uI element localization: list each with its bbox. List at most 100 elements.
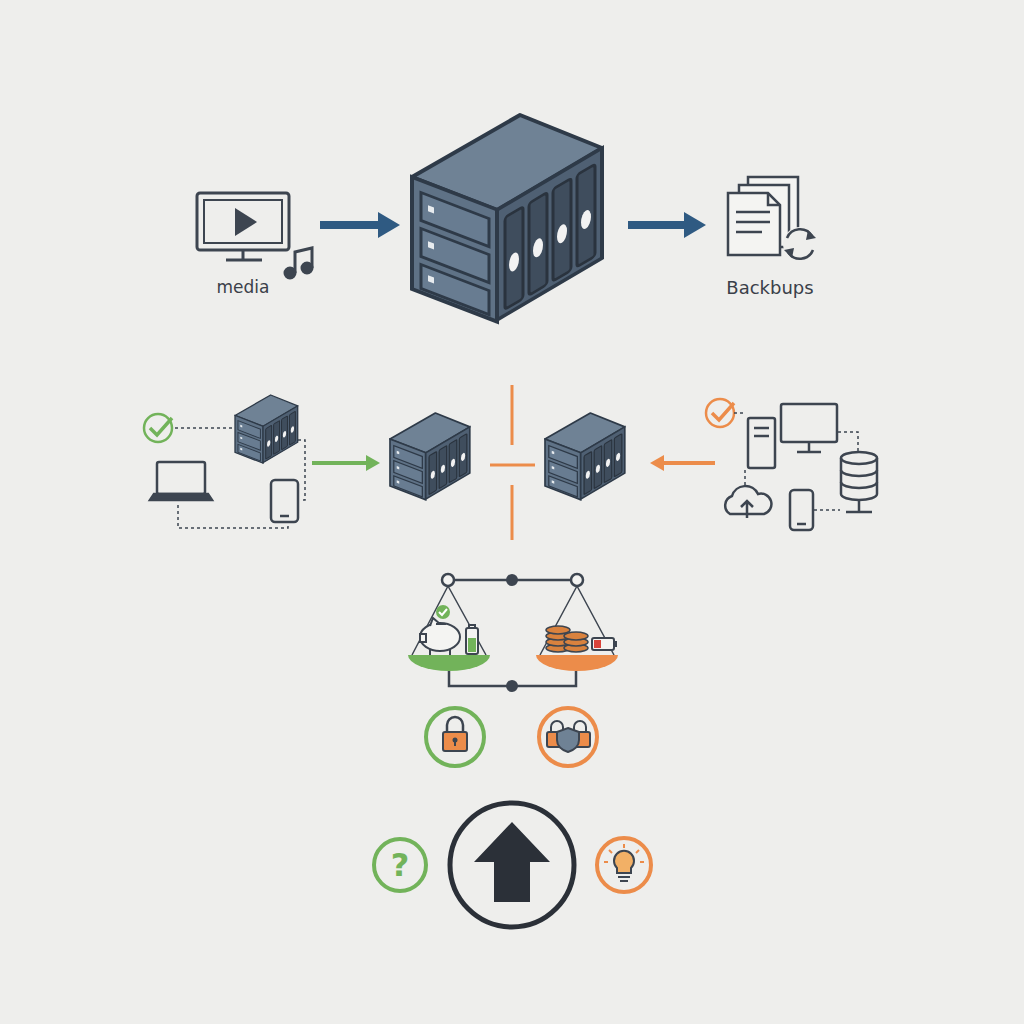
media-icon	[235, 208, 257, 236]
business-devices	[734, 413, 858, 510]
security-lock	[447, 717, 463, 733]
backups-icon	[728, 177, 817, 261]
business-devices	[841, 482, 877, 488]
balance-scale	[506, 680, 518, 692]
upgrade-icon	[474, 822, 550, 902]
media-icon	[204, 200, 282, 243]
flow-arrow	[650, 455, 664, 471]
business-devices	[797, 451, 821, 454]
flow-arrow	[628, 221, 688, 229]
idea-icon	[604, 861, 608, 863]
business-devices	[748, 418, 775, 468]
idea-icon	[623, 844, 625, 848]
idea-icon	[597, 838, 651, 892]
backups-icon	[768, 193, 780, 205]
nas-server	[235, 395, 298, 463]
business-devices	[858, 500, 861, 512]
upgrade-icon	[450, 803, 574, 927]
idea-icon	[636, 850, 639, 853]
business-devices	[725, 486, 771, 514]
balance-scale	[546, 626, 588, 652]
business-devices	[846, 511, 872, 514]
balance-scale	[536, 655, 618, 671]
business-devices	[797, 523, 806, 526]
media-icon	[226, 259, 262, 262]
divider	[511, 385, 514, 445]
balance-scale	[408, 655, 490, 671]
icon-label: media	[217, 277, 270, 297]
idea-icon	[640, 861, 644, 863]
security-lock	[454, 741, 456, 746]
flow-arrow	[312, 461, 368, 465]
flow-arrow	[320, 221, 382, 229]
idea-icon	[618, 876, 630, 878]
balance-scale	[540, 586, 614, 655]
flow-arrow	[662, 461, 715, 465]
balance-scale	[429, 649, 431, 655]
divider	[511, 485, 514, 540]
business-devices	[808, 442, 811, 451]
balance-scale	[469, 625, 475, 628]
local-devices	[157, 462, 205, 494]
balance-scale	[439, 609, 447, 615]
business-devices	[741, 501, 753, 518]
business-devices	[706, 399, 734, 427]
icon-label: Backbups	[726, 277, 813, 298]
security-lock	[539, 708, 597, 766]
business-devices	[838, 432, 858, 452]
security-lock	[426, 708, 484, 766]
media-icon	[295, 248, 312, 273]
balance-scale	[420, 618, 478, 655]
local-devices	[150, 494, 212, 500]
nas-server	[412, 115, 602, 322]
business-devices	[754, 427, 769, 430]
local-devices	[150, 418, 172, 435]
balance-scale	[420, 623, 460, 651]
security-lock	[426, 708, 484, 766]
idea-icon	[597, 838, 651, 892]
balance-scale	[506, 574, 518, 586]
security-lock	[557, 728, 579, 752]
backups-icon	[736, 221, 770, 224]
business-devices	[790, 490, 813, 530]
divider	[490, 464, 535, 467]
business-devices	[841, 458, 877, 500]
security-lock	[443, 732, 467, 751]
backups-icon	[736, 211, 770, 214]
media-icon	[197, 193, 312, 278]
balance-scale	[614, 641, 617, 647]
balance-scale	[468, 638, 476, 652]
balance-scale	[436, 623, 446, 625]
balance-scale	[412, 586, 486, 655]
flow-arrow	[366, 455, 380, 471]
idea-icon	[614, 851, 634, 873]
balance-scale	[420, 634, 426, 642]
node-text: ?	[391, 846, 410, 884]
idea-icon	[609, 850, 612, 853]
backups-icon	[736, 231, 762, 234]
business-devices	[754, 435, 769, 438]
business-devices	[841, 470, 877, 476]
balance-scale	[436, 605, 450, 619]
idea-icon	[604, 844, 644, 862]
business-devices	[814, 509, 840, 511]
circle-outline	[374, 839, 426, 891]
flow-arrow	[378, 212, 400, 238]
local-devices	[271, 480, 298, 522]
backups-icon	[783, 227, 817, 261]
media-icon	[242, 250, 245, 259]
business-devices	[734, 412, 746, 414]
local-devices	[178, 505, 288, 528]
upgrade-icon	[450, 803, 574, 927]
security-lock	[539, 708, 597, 766]
balance-scale	[592, 638, 614, 650]
local-devices	[298, 440, 305, 500]
balance-scale	[442, 574, 454, 586]
help-circle: ?	[372, 837, 428, 893]
balance-scale	[594, 640, 601, 648]
media-icon	[197, 193, 289, 250]
local-devices	[144, 414, 172, 442]
business-devices	[841, 452, 877, 464]
divider	[490, 385, 535, 540]
